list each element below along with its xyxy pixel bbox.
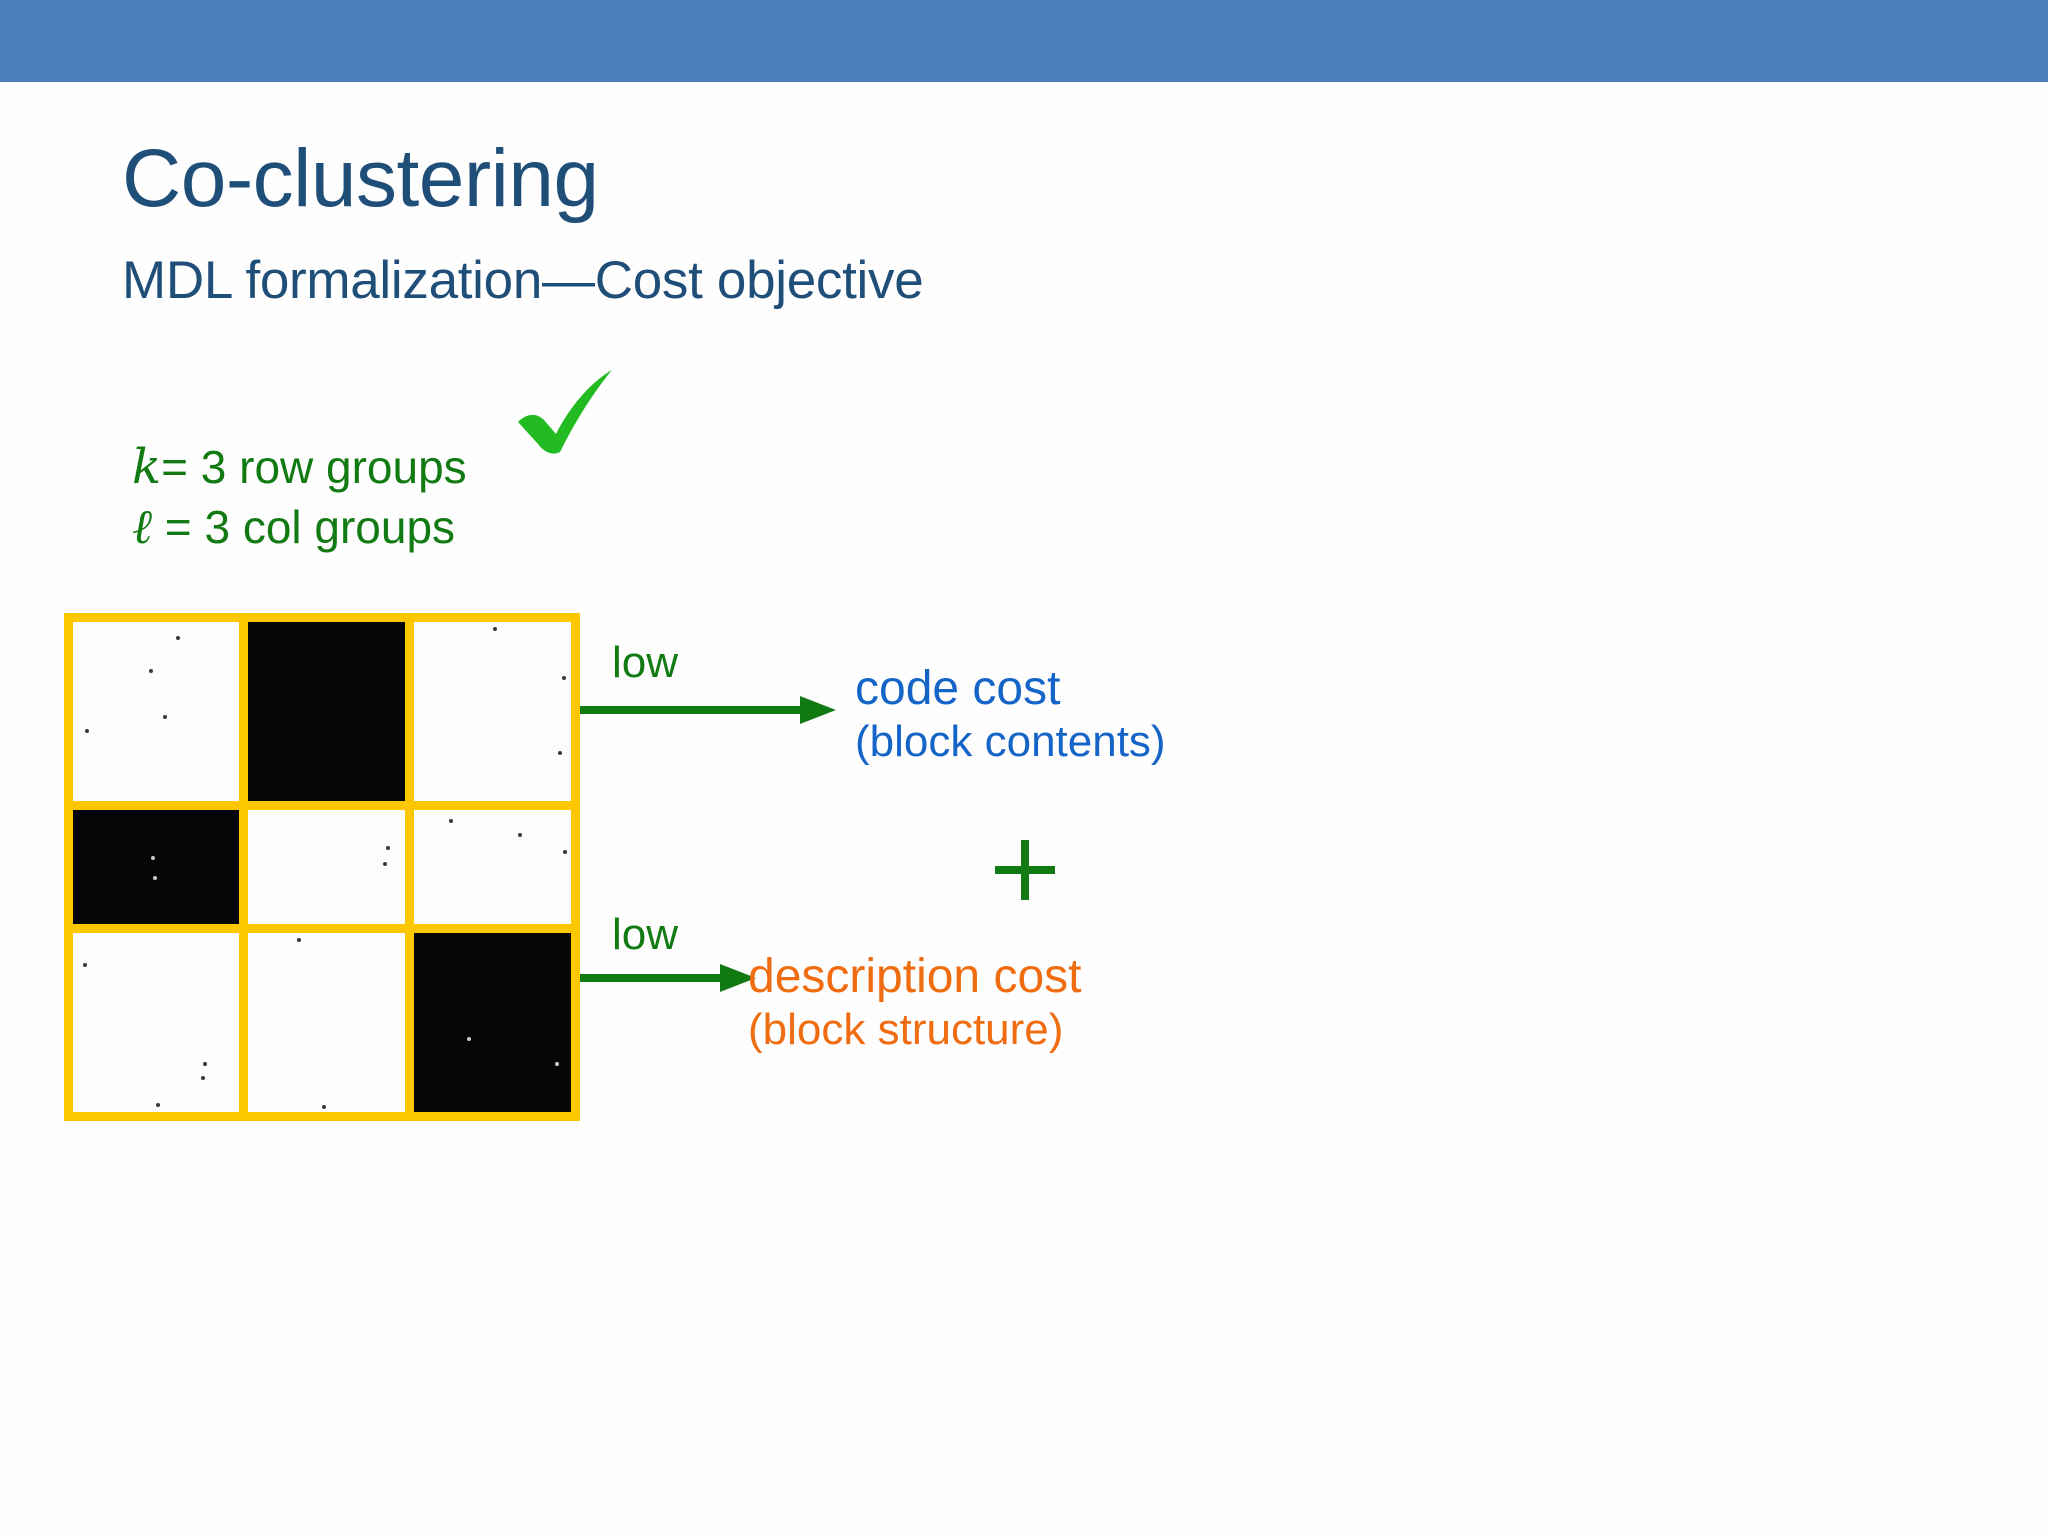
- col-groups-symbol: ℓ: [132, 499, 152, 555]
- page-title: Co-clustering: [122, 133, 599, 224]
- row-groups-text: row groups: [239, 441, 467, 493]
- description-cost-headline: description cost: [748, 950, 1082, 1003]
- matrix-cell-r1c0: [73, 810, 240, 924]
- row-groups-value: 3: [200, 441, 227, 493]
- matrix-cell-r0c2: [414, 622, 571, 802]
- matrix-cell-r1c2: [414, 810, 571, 924]
- arrow-right-icon-code-cost: [580, 696, 836, 724]
- group-parameters-annotation: k= 3 row groups ℓ = 3 col groups: [132, 437, 467, 557]
- description-cost-callout: description cost (block structure): [748, 950, 1082, 1056]
- matrix-cell-r2c2: [414, 932, 571, 1112]
- co-cluster-matrix: [64, 613, 580, 1121]
- arrow-right-icon-description-cost: [580, 964, 756, 992]
- page-subtitle: MDL formalization—Cost objective: [122, 251, 924, 310]
- matrix-cell-r2c1: [248, 932, 406, 1112]
- col-groups-text: col groups: [242, 501, 456, 553]
- code-cost-headline: code cost: [855, 662, 1061, 715]
- col-groups-line: ℓ = 3 col groups: [132, 497, 467, 557]
- matrix-cell-r1c1: [248, 810, 406, 924]
- row-groups-line: k= 3 row groups: [132, 437, 467, 497]
- description-cost-sublabel: (block structure): [748, 1005, 1064, 1054]
- low-label-code-cost: low: [612, 638, 679, 687]
- matrix-cell-r2c0: [73, 932, 240, 1112]
- matrix-cell-r0c0: [73, 622, 240, 802]
- header-accent-bar: [0, 0, 2048, 82]
- code-cost-callout: code cost (block contents): [855, 662, 1166, 768]
- matrix-cell-r0c1: [248, 622, 406, 802]
- plus-icon: [995, 840, 1055, 900]
- col-groups-equals: =: [164, 501, 192, 553]
- row-groups-symbol: k: [132, 439, 162, 495]
- row-groups-equals: =: [161, 441, 188, 493]
- low-label-description-cost: low: [612, 910, 679, 959]
- check-icon: [518, 370, 612, 454]
- col-groups-value: 3: [204, 501, 231, 553]
- code-cost-sublabel: (block contents): [855, 717, 1166, 766]
